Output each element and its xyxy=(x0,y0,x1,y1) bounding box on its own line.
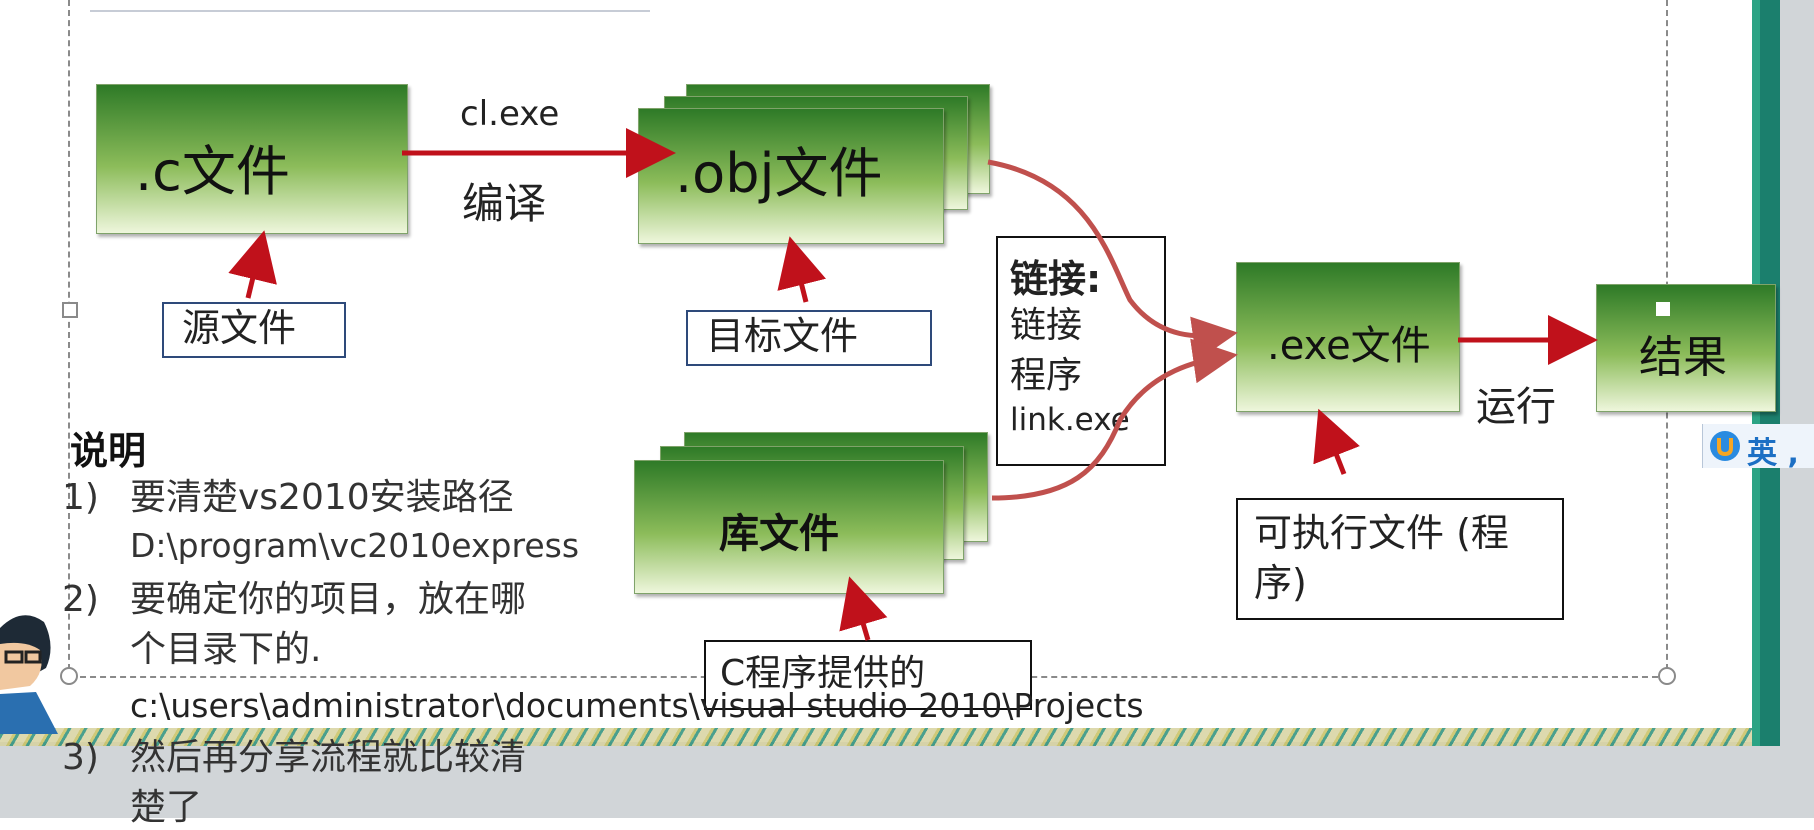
executable-caption-line1: 可执行文件 (程 xyxy=(1254,511,1509,555)
notes-item3-number: 3) xyxy=(62,737,99,778)
result-node-handle[interactable] xyxy=(1656,302,1670,316)
notes-item1-number: 1) xyxy=(62,477,99,518)
curve-obj-to-exe xyxy=(987,159,1238,362)
exe-file-node[interactable]: .exe文件 xyxy=(1236,262,1460,412)
arrow-executable-label xyxy=(1313,408,1360,475)
compile-command-label: cl.exe xyxy=(460,94,560,134)
notes-item2-path: c:\users\administrator\documents\visual … xyxy=(130,686,1144,725)
lib-file-node[interactable]: 库文件 xyxy=(634,460,944,594)
link-box-line2: 程序 xyxy=(1010,355,1083,396)
result-node[interactable]: 结果 xyxy=(1596,284,1776,412)
obj-file-node[interactable]: .obj文件 xyxy=(638,108,944,244)
source-file-label-box[interactable]: 源文件 xyxy=(162,302,346,358)
result-label: 结果 xyxy=(1639,332,1727,383)
resize-handle-bottom-left[interactable] xyxy=(60,667,78,685)
selection-edge-left xyxy=(68,0,70,680)
ime-u-icon[interactable] xyxy=(1709,430,1741,462)
obj-file-label: .obj文件 xyxy=(675,142,883,205)
arrow-source-label xyxy=(228,230,277,299)
link-box-line1: 链接 xyxy=(1010,305,1083,346)
resize-handle-bottom-right[interactable] xyxy=(1658,667,1676,685)
compile-label: 编译 xyxy=(462,179,547,228)
notes-item3-line1: 然后再分享流程就比较清 xyxy=(130,737,527,778)
source-file-caption: 源文件 xyxy=(182,306,297,350)
arrow-c-provided-label xyxy=(839,576,888,641)
link-box[interactable]: 链接: 链接 程序 link.exe xyxy=(996,236,1166,466)
slide-stripe-border xyxy=(0,728,1780,746)
target-file-label-box[interactable]: 目标文件 xyxy=(686,310,932,366)
curve-lib-to-exe xyxy=(991,338,1238,501)
ime-indicator[interactable]: 英 , xyxy=(1702,424,1814,471)
notes-item2-line1: 要确定你的项目，放在哪 xyxy=(130,579,527,620)
run-label: 运行 xyxy=(1476,384,1556,430)
resize-handle-left[interactable] xyxy=(62,302,78,318)
avatar-cartoon xyxy=(0,615,58,734)
executable-caption-line2: 序) xyxy=(1254,561,1307,605)
c-provided-caption: C程序提供的 xyxy=(720,653,926,694)
slide-bottom-band xyxy=(0,742,1814,818)
c-file-label: .c文件 xyxy=(135,140,290,203)
notes-item2-line2: 个目录下的. xyxy=(130,629,322,670)
arrow-target-label xyxy=(777,236,826,303)
c-provided-label-box[interactable]: C程序提供的 xyxy=(704,640,1032,710)
slide-top-line xyxy=(90,10,650,12)
notes-item1-line2: D:\program\vc2010express xyxy=(130,526,580,565)
slide-right-band xyxy=(1780,0,1814,818)
notes-item2-number: 2) xyxy=(62,579,99,620)
notes-title: 说明 xyxy=(70,429,147,473)
notes-item1-line1: 要清楚vs2010安装路径 xyxy=(130,477,514,518)
link-box-title: 链接: xyxy=(1010,257,1102,301)
link-box-line3: link.exe xyxy=(1010,402,1130,438)
exe-file-label: .exe文件 xyxy=(1267,323,1431,369)
c-file-node[interactable]: .c文件 xyxy=(96,84,408,234)
lib-file-label: 库文件 xyxy=(719,511,839,557)
target-file-caption: 目标文件 xyxy=(706,314,859,358)
executable-label-box[interactable]: 可执行文件 (程 序) xyxy=(1236,498,1564,620)
ime-language-label: 英 , xyxy=(1747,436,1799,471)
